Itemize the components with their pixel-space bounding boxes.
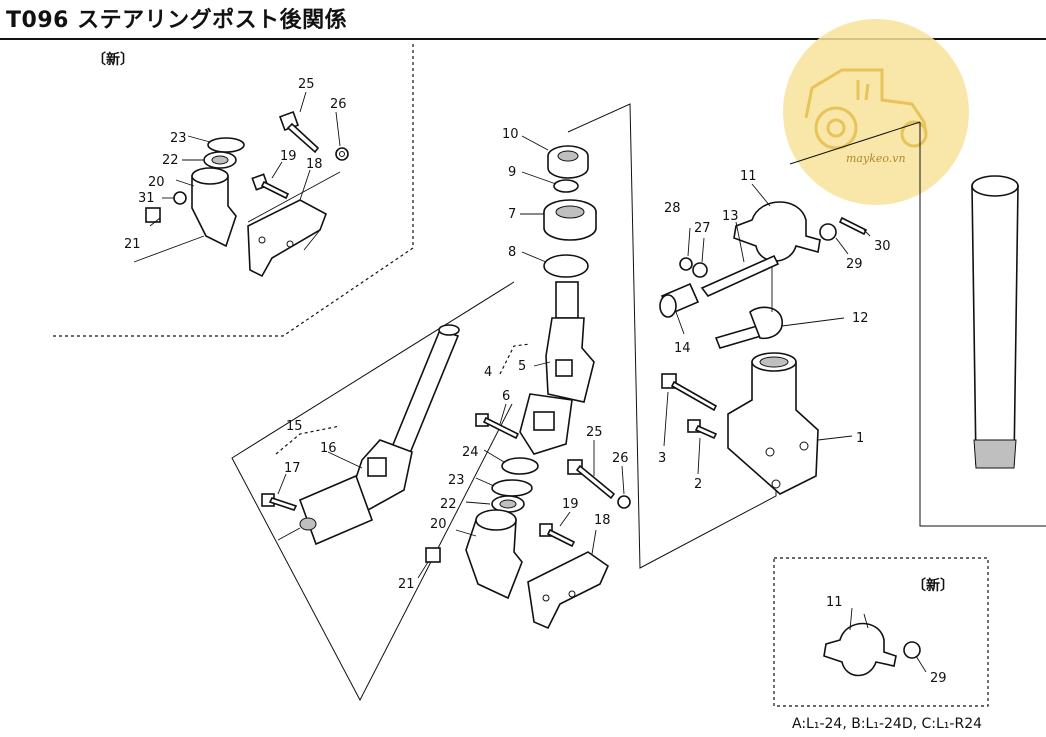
callout-2: 2 bbox=[694, 477, 702, 492]
callout-27: 27 bbox=[694, 221, 711, 236]
callout-13: 13 bbox=[722, 209, 739, 224]
bearing-10 bbox=[547, 145, 589, 179]
steering-column-center bbox=[417, 103, 777, 630]
callout-29-new: 29 bbox=[930, 671, 947, 686]
snap-ring-9 bbox=[553, 179, 579, 193]
nut-26b bbox=[617, 495, 631, 509]
callout-14: 14 bbox=[674, 341, 691, 356]
holder-20b bbox=[465, 519, 523, 600]
nut-29 bbox=[819, 223, 837, 241]
callout-20: 20 bbox=[430, 517, 447, 532]
callout-19: 19 bbox=[562, 497, 579, 512]
inset-new-label-top: 〔新〕 bbox=[92, 51, 134, 68]
title-underline bbox=[0, 38, 1046, 40]
bracket-18 bbox=[247, 199, 327, 278]
ring-24 bbox=[501, 457, 539, 475]
cotter-pin-30 bbox=[838, 216, 868, 236]
callout-28: 28 bbox=[664, 201, 681, 216]
bolt-25 bbox=[279, 111, 320, 154]
bearing-7 bbox=[543, 199, 597, 241]
column-tube bbox=[971, 175, 1019, 469]
callout-10: 10 bbox=[502, 127, 519, 142]
washer-28 bbox=[679, 257, 693, 271]
lever-12 bbox=[714, 306, 783, 349]
tractor-logo-icon bbox=[804, 68, 928, 150]
nut-27 bbox=[692, 262, 708, 278]
watermark-text: maykeo.vn bbox=[846, 152, 906, 165]
callout-25: 25 bbox=[586, 425, 603, 440]
callout-18: 18 bbox=[594, 513, 611, 528]
bolt-19 bbox=[251, 173, 290, 200]
callout-11-new: 11 bbox=[826, 595, 843, 610]
callout-16: 16 bbox=[320, 441, 337, 456]
inset-bottom-right: 〔新〕 bbox=[773, 557, 989, 707]
snap-ring-23b bbox=[491, 479, 533, 497]
callout-12: 12 bbox=[852, 311, 869, 326]
callout-labels: 25 26 23 22 19 18 20 31 21 10 9 7 8 4 5 … bbox=[124, 77, 947, 686]
callout-25-top: 25 bbox=[298, 77, 315, 92]
callout-18-top: 18 bbox=[306, 157, 323, 172]
nut-26 bbox=[335, 147, 349, 161]
clamp-11 bbox=[733, 201, 821, 262]
callout-22: 22 bbox=[440, 497, 457, 512]
bolt-21b bbox=[425, 547, 441, 563]
callout-23-top: 23 bbox=[170, 131, 187, 146]
nut-29-new bbox=[903, 641, 921, 659]
callout-5: 5 bbox=[518, 359, 526, 374]
callout-19-top: 19 bbox=[280, 149, 297, 164]
callout-29: 29 bbox=[846, 257, 863, 272]
bolt-19b bbox=[539, 523, 576, 548]
ring-8 bbox=[543, 254, 589, 278]
washer-31 bbox=[173, 191, 187, 205]
watermark: maykeo.vn bbox=[783, 19, 969, 205]
stud-13 bbox=[700, 254, 780, 297]
inset-top-left: 〔新〕 bbox=[52, 44, 414, 337]
bolt-21 bbox=[145, 207, 161, 223]
shaft-15 bbox=[388, 329, 460, 459]
callout-31: 31 bbox=[138, 191, 155, 206]
callout-4: 4 bbox=[484, 365, 492, 380]
callout-21-top: 21 bbox=[124, 237, 141, 252]
bolt-2 bbox=[687, 419, 718, 440]
callout-6: 6 bbox=[502, 389, 510, 404]
callout-9: 9 bbox=[508, 165, 516, 180]
bolt-25b bbox=[567, 459, 616, 500]
shaft-assembly-15 bbox=[231, 281, 515, 702]
callout-30: 30 bbox=[874, 239, 891, 254]
model-footnote: A:L₁-24, B:L₁-24D, C:L₁-R24 bbox=[792, 716, 983, 732]
callout-26-top: 26 bbox=[330, 97, 347, 112]
watermark-disc bbox=[783, 19, 969, 205]
callout-11: 11 bbox=[740, 169, 757, 184]
callout-20-top: 20 bbox=[148, 175, 165, 190]
bracket-18b bbox=[527, 551, 609, 630]
clamp-11-new bbox=[823, 622, 897, 677]
post-housing-1 bbox=[727, 352, 819, 495]
snap-ring-23 bbox=[207, 137, 245, 153]
callout-1: 1 bbox=[856, 431, 864, 446]
callout-15: 15 bbox=[286, 419, 303, 434]
callout-26: 26 bbox=[612, 451, 629, 466]
bolt-17 bbox=[261, 493, 298, 511]
bolt-3 bbox=[661, 373, 718, 412]
callout-3: 3 bbox=[658, 451, 666, 466]
callout-23: 23 bbox=[448, 473, 465, 488]
sleeve-14 bbox=[659, 282, 700, 318]
callout-21: 21 bbox=[398, 577, 415, 592]
inset-new-label-bottom: 〔新〕 bbox=[912, 577, 954, 594]
callout-24: 24 bbox=[462, 445, 479, 460]
callout-22-top: 22 bbox=[162, 153, 179, 168]
callout-7: 7 bbox=[508, 207, 516, 222]
callout-17: 17 bbox=[284, 461, 301, 476]
bolt-6 bbox=[475, 413, 520, 440]
callout-8: 8 bbox=[508, 245, 516, 260]
holder-20 bbox=[191, 175, 237, 248]
steering-post-right bbox=[659, 121, 1046, 527]
universal-joint-16 bbox=[298, 439, 413, 546]
page-title: T096 ステアリングポスト後関係 bbox=[6, 8, 348, 33]
shaft-joint-5 bbox=[519, 281, 595, 455]
